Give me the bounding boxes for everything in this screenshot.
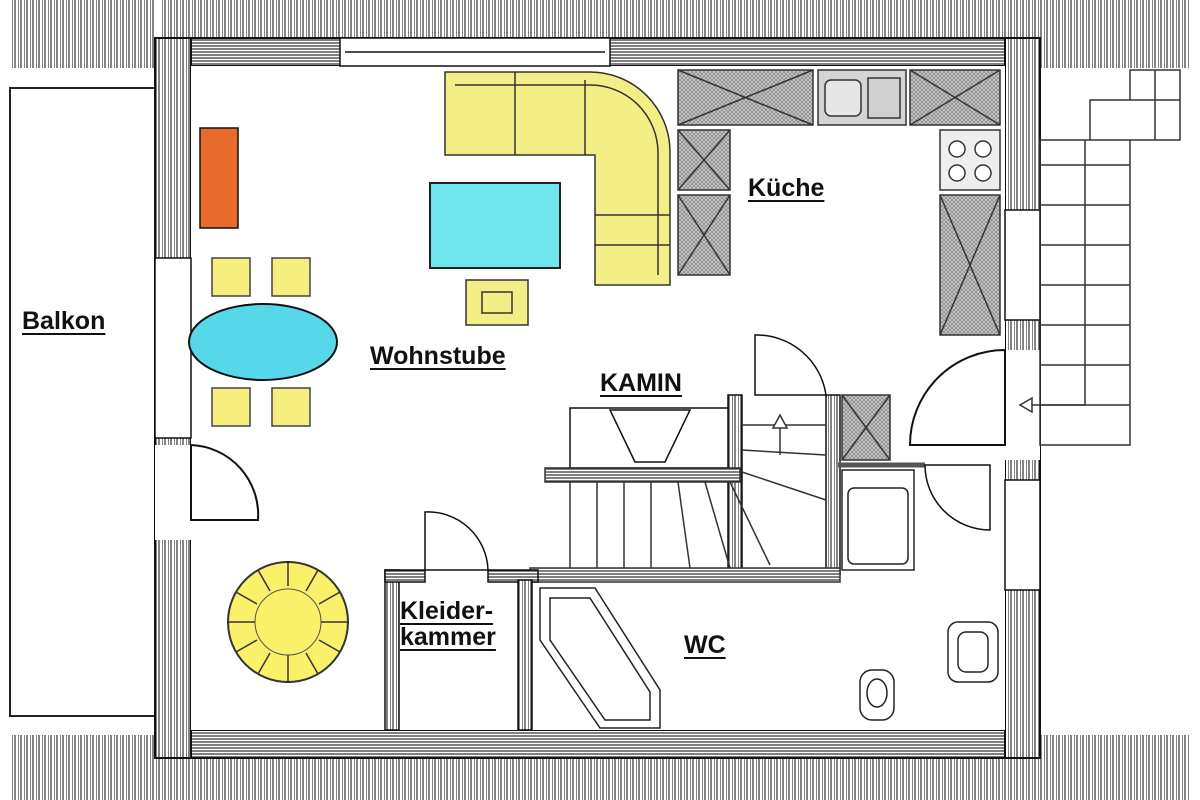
- fireplace-label: KAMIN: [600, 369, 682, 397]
- wardrobe-label-line-1: Kleider-: [400, 597, 494, 625]
- kitchen-label: Küche: [748, 174, 825, 202]
- roof-bottom-left: [10, 735, 165, 800]
- footstool: [465, 279, 529, 326]
- roof-bottom-right: [1040, 735, 1190, 800]
- roof-top-left: [10, 0, 155, 68]
- roof-top-middle: [160, 0, 1040, 38]
- sink: [947, 621, 999, 683]
- bathtub: [539, 587, 661, 729]
- living-room-label: Wohnstube: [370, 342, 506, 370]
- shower: [838, 462, 925, 571]
- balcony-outline: [9, 87, 157, 717]
- roof-top-right: [1040, 0, 1190, 68]
- internal-stairs: [529, 413, 841, 583]
- balcony-door: [190, 443, 260, 521]
- fireplace-shaft: [569, 334, 841, 581]
- bathroom-door: [924, 464, 991, 531]
- entry-door: [908, 348, 1006, 446]
- balcony-label: Balkon: [22, 307, 106, 335]
- dining-chairs: [211, 257, 311, 427]
- round-table: [227, 561, 349, 683]
- dining-table: [188, 303, 338, 381]
- sideboard: [199, 127, 239, 229]
- outside-stairs: [1018, 69, 1181, 446]
- toilet-label: WC: [684, 631, 726, 659]
- corner-sofa: [444, 71, 671, 286]
- wardrobe-walls: [384, 511, 539, 731]
- toilet: [859, 669, 895, 721]
- wardrobe-label: Kleider- kammer: [400, 598, 496, 651]
- wardrobe-label-line-2: kammer: [400, 623, 496, 652]
- coffee-table: [429, 182, 561, 269]
- kitchen-units: [677, 69, 1001, 461]
